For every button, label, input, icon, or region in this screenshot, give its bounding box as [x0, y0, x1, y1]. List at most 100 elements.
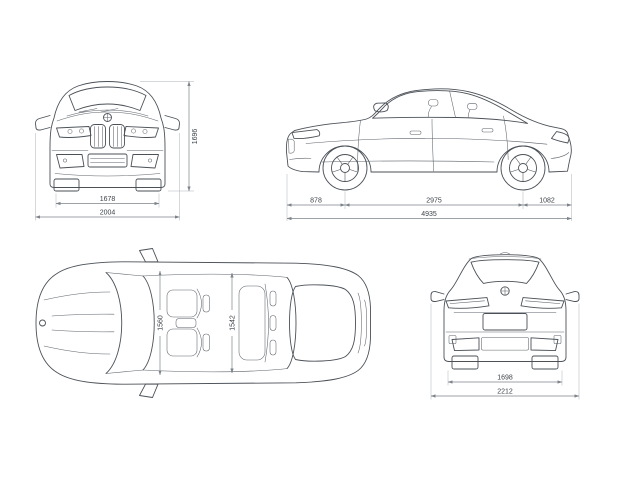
hood-crease [56, 111, 159, 122]
roof-spoiler-line [468, 256, 542, 260]
headlight-right-lens [142, 129, 148, 134]
trunk-lines [357, 292, 368, 354]
front-seat-left [166, 289, 198, 318]
fog-light-right [148, 158, 152, 163]
front-view: 1678 2004 1696 [35, 81, 199, 221]
exhaust-right [530, 337, 559, 352]
rear-bench [238, 285, 266, 361]
front-seat-left-backrest [196, 288, 202, 319]
top-body-outline [35, 261, 371, 385]
front-body-outline [49, 81, 166, 188]
headlight-right-lens-2 [131, 128, 136, 134]
exhaust-left [451, 337, 480, 352]
front-bumper-intake [289, 157, 312, 160]
top-view-dimensions: 1560 1542 [158, 270, 237, 376]
front-overhang-dimension: 878 [310, 198, 322, 205]
front-track-dimension: 1678 [100, 196, 116, 203]
kidney-grille-right [109, 124, 125, 149]
rear-interior-width-dimension: 1542 [230, 315, 237, 331]
front-wheel [322, 145, 368, 191]
center-air-intake [87, 153, 128, 168]
rear-wheel-right [531, 355, 559, 370]
rear-bench-backrest [264, 283, 269, 363]
roof-front-edge [142, 275, 155, 371]
front-lip [54, 173, 161, 177]
diffuser [481, 337, 529, 351]
bmw-roundel-icon [39, 319, 46, 327]
intake-slats [90, 158, 125, 163]
rear-seat-headrest [467, 103, 478, 110]
headlight-right [123, 126, 159, 138]
rear-window [470, 259, 540, 284]
rear-glass-panel [289, 284, 356, 362]
windshield-cowl [105, 272, 123, 374]
side-mirror [373, 102, 389, 113]
top-view: 1560 1542 [35, 248, 371, 398]
rear-headrest-3 [269, 339, 277, 356]
wheelbase-dimension: 2975 [426, 198, 442, 205]
rear-mirror-left [430, 291, 445, 302]
front-mirror-left [35, 115, 51, 131]
side-intake-right [130, 154, 159, 169]
front-seat-right [166, 328, 198, 357]
front-seat-left-headrest [202, 294, 210, 313]
rear-wheel-left [451, 355, 479, 370]
rear-view-dimensions: 1698 2212 [430, 303, 580, 400]
rear-door-line [503, 115, 509, 160]
top-mirror-upper [139, 248, 159, 263]
rear-track-dimension: 1698 [497, 375, 513, 382]
greenhouse-glass [372, 90, 528, 124]
kidney-grille-left [90, 124, 106, 149]
front-seat-right-backrest [196, 327, 202, 358]
license-plate-area [482, 313, 528, 331]
rear-seatback-line [467, 109, 471, 118]
front-door-rear-edge [431, 118, 434, 172]
side-intake-left [56, 154, 85, 169]
rear-wheel [500, 145, 546, 191]
top-mirror-lower [139, 383, 159, 398]
side-view-dimensions: 878 2975 1082 4935 [286, 174, 572, 221]
side-body-outline [285, 88, 572, 173]
front-mirror-right [164, 115, 180, 131]
headlight-left-lens-2 [79, 128, 84, 134]
side-headlight [291, 129, 321, 139]
character-line [305, 138, 548, 145]
overall-length-dimension: 4935 [421, 211, 437, 218]
rear-headrest-2 [269, 315, 277, 331]
front-door-line [357, 120, 361, 171]
roundel-cross [103, 113, 112, 122]
rear-view: 1698 2212 [430, 252, 580, 400]
door-handle-rear [481, 128, 494, 133]
front-wheel-right [135, 178, 162, 192]
roof-rear-edge [286, 276, 297, 370]
roof-antenna-fin [500, 252, 510, 255]
rocker-line [321, 160, 495, 163]
front-view-dimensions: 1678 2004 1696 [35, 81, 199, 221]
side-view-car [285, 88, 572, 191]
roundel-cross [500, 286, 510, 296]
front-seat-headrest [428, 99, 439, 107]
front-height-dimension: 1696 [192, 129, 199, 145]
rear-view-car [430, 252, 580, 370]
front-seat-right-headrest [202, 333, 210, 352]
front-width-dimension: 2004 [100, 210, 116, 217]
top-view-car [35, 248, 371, 398]
headlight-left [56, 126, 92, 138]
rear-width-dimension: 2212 [497, 389, 513, 396]
rear-mirror-right [565, 291, 580, 302]
center-console [175, 318, 197, 328]
hood-contour-lines [43, 291, 115, 355]
headlight-left-lens [67, 129, 73, 134]
front-interior-width-dimension: 1560 [158, 315, 165, 331]
a-pillars [105, 272, 144, 374]
side-view: 878 2975 1082 4935 [285, 88, 572, 221]
taillight-left-inner [449, 300, 485, 304]
front-wheel-left [53, 178, 80, 192]
taillight-right [520, 297, 565, 309]
rear-overhang-dimension: 1082 [539, 198, 555, 205]
b-pillar [449, 90, 456, 118]
windshield [68, 86, 147, 111]
door-handle-front [409, 130, 422, 135]
